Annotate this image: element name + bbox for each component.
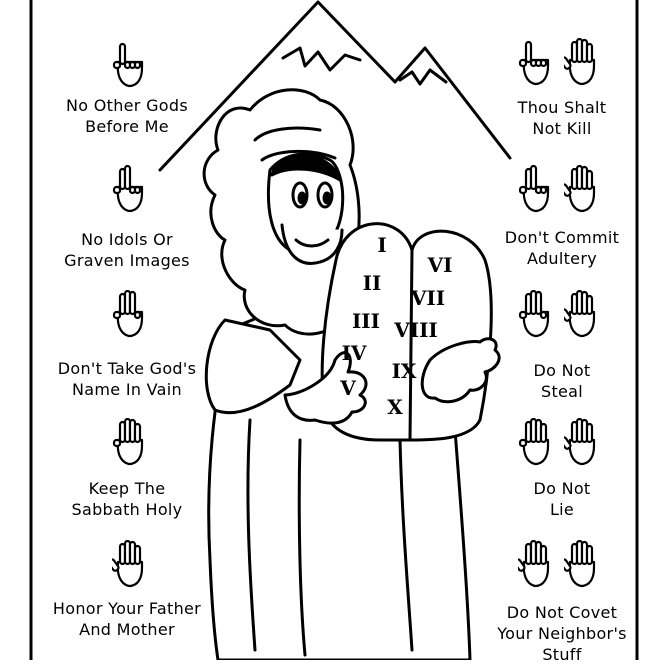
commandment-10-line2: Your Neighbor's bbox=[497, 624, 627, 643]
commandment-9-line1: Do Not bbox=[533, 479, 591, 498]
commandment-6-line1: Thou Shalt bbox=[517, 98, 607, 117]
hand-count-2-icon bbox=[112, 164, 146, 217]
commandment-10: Do Not Covet Your Neighbor's Stuff bbox=[477, 602, 647, 665]
commandment-4: Keep The Sabbath Holy bbox=[42, 478, 212, 520]
commandment-1-line1: No Other Gods bbox=[66, 96, 188, 115]
commandment-1-line2: Before Me bbox=[85, 117, 169, 136]
commandment-3-line1: Don't Take God's bbox=[57, 359, 197, 378]
commandment-2: No Idols Or Graven Images bbox=[42, 229, 212, 271]
hand-count-6-right-icon bbox=[559, 37, 598, 90]
commandment-5-line1: Honor Your Father bbox=[52, 599, 202, 618]
hand-count-6-left-icon bbox=[518, 38, 552, 90]
hand-count-10-left-icon bbox=[513, 539, 552, 592]
commandment-4-line2: Sabbath Holy bbox=[71, 500, 183, 519]
commandment-7-line2: Adultery bbox=[527, 249, 597, 268]
left-hand bbox=[283, 351, 368, 425]
commandment-5: Honor Your Father And Mother bbox=[42, 598, 212, 640]
tablet-numeral-right-4: IX bbox=[392, 359, 417, 383]
hand-count-8-left-icon bbox=[518, 289, 552, 342]
hand-count-1-icon bbox=[112, 40, 146, 92]
hand-count-5-icon bbox=[107, 539, 146, 592]
hand-count-10-right-icon bbox=[559, 539, 598, 592]
commandment-5-line2: And Mother bbox=[79, 620, 175, 639]
tablet-numeral-right-3: VIII bbox=[393, 318, 438, 342]
tablet-numeral-left-1: I bbox=[377, 233, 386, 257]
commandment-9: Do Not Lie bbox=[477, 478, 647, 520]
tablet-numeral-left-5: V bbox=[339, 376, 356, 400]
commandment-2-line1: No Idols Or bbox=[81, 230, 173, 249]
hand-count-9-left-icon bbox=[518, 417, 552, 470]
tablet-numeral-left-2: II bbox=[363, 271, 382, 295]
beard bbox=[280, 223, 344, 265]
commandment-7: Don't Commit Adultery bbox=[477, 227, 647, 269]
commandment-3-line2: Name In Vain bbox=[72, 380, 182, 399]
tablet-numerals: I II III IV V VI VII VIII IX X bbox=[339, 233, 452, 419]
commandment-7-line1: Don't Commit bbox=[504, 228, 620, 247]
commandment-9-line2: Lie bbox=[549, 500, 575, 519]
commandment-4-line1: Keep The bbox=[88, 479, 166, 498]
mountain bbox=[158, 0, 512, 172]
commandment-6: Thou Shalt Not Kill bbox=[477, 97, 647, 139]
commandment-10-line3: Stuff bbox=[542, 645, 582, 664]
commandment-8-line2: Steal bbox=[540, 382, 584, 401]
hand-count-8-right-icon bbox=[559, 289, 598, 342]
right-hand bbox=[420, 337, 501, 404]
tablet-numeral-right-1: VI bbox=[427, 253, 453, 277]
left-sleeve bbox=[204, 318, 302, 415]
hand-count-4-icon bbox=[112, 417, 146, 470]
eyes bbox=[291, 181, 334, 209]
commandment-8: Do Not Steal bbox=[477, 360, 647, 402]
hand-count-9-right-icon bbox=[559, 417, 598, 470]
commandment-6-line2: Not Kill bbox=[532, 119, 592, 138]
hand-count-7-left-icon bbox=[518, 164, 552, 217]
commandment-10-line1: Do Not Covet bbox=[506, 603, 618, 622]
commandment-2-line2: Graven Images bbox=[64, 251, 190, 270]
commandment-3: Don't Take God's Name In Vain bbox=[42, 358, 212, 400]
tablet-numeral-right-2: VII bbox=[410, 286, 445, 310]
commandment-1: No Other Gods Before Me bbox=[42, 95, 212, 137]
hand-count-3-icon bbox=[112, 289, 146, 342]
commandment-8-line1: Do Not bbox=[533, 361, 591, 380]
tablet-numeral-right-5: X bbox=[387, 395, 403, 419]
tablet-numeral-left-3: III bbox=[352, 309, 380, 333]
hand-count-7-right-icon bbox=[559, 164, 598, 217]
tablet-numeral-left-4: IV bbox=[342, 341, 367, 365]
